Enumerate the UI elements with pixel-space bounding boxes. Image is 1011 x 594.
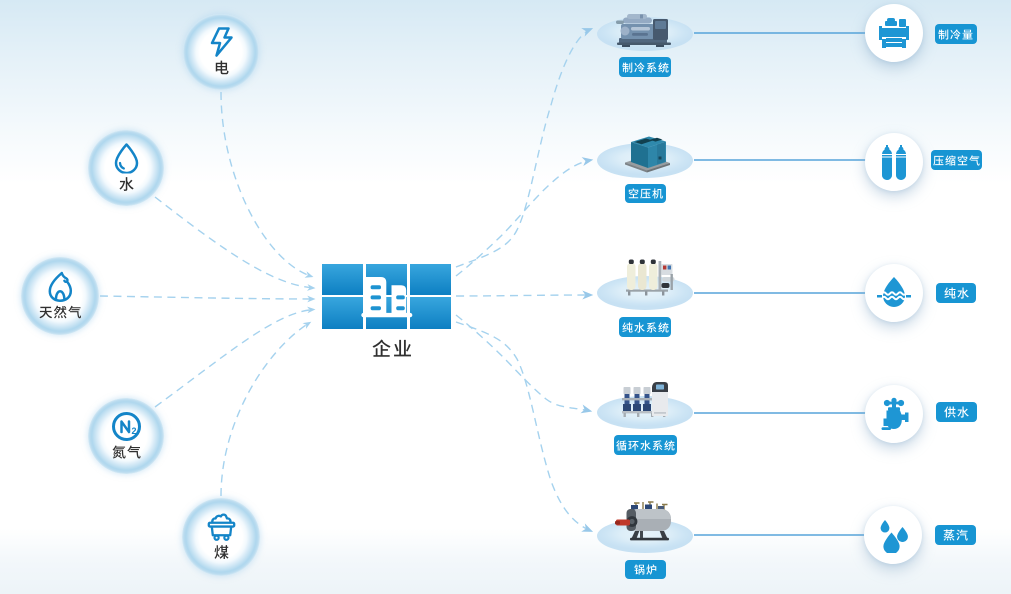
svg-text:2: 2 bbox=[131, 426, 136, 436]
